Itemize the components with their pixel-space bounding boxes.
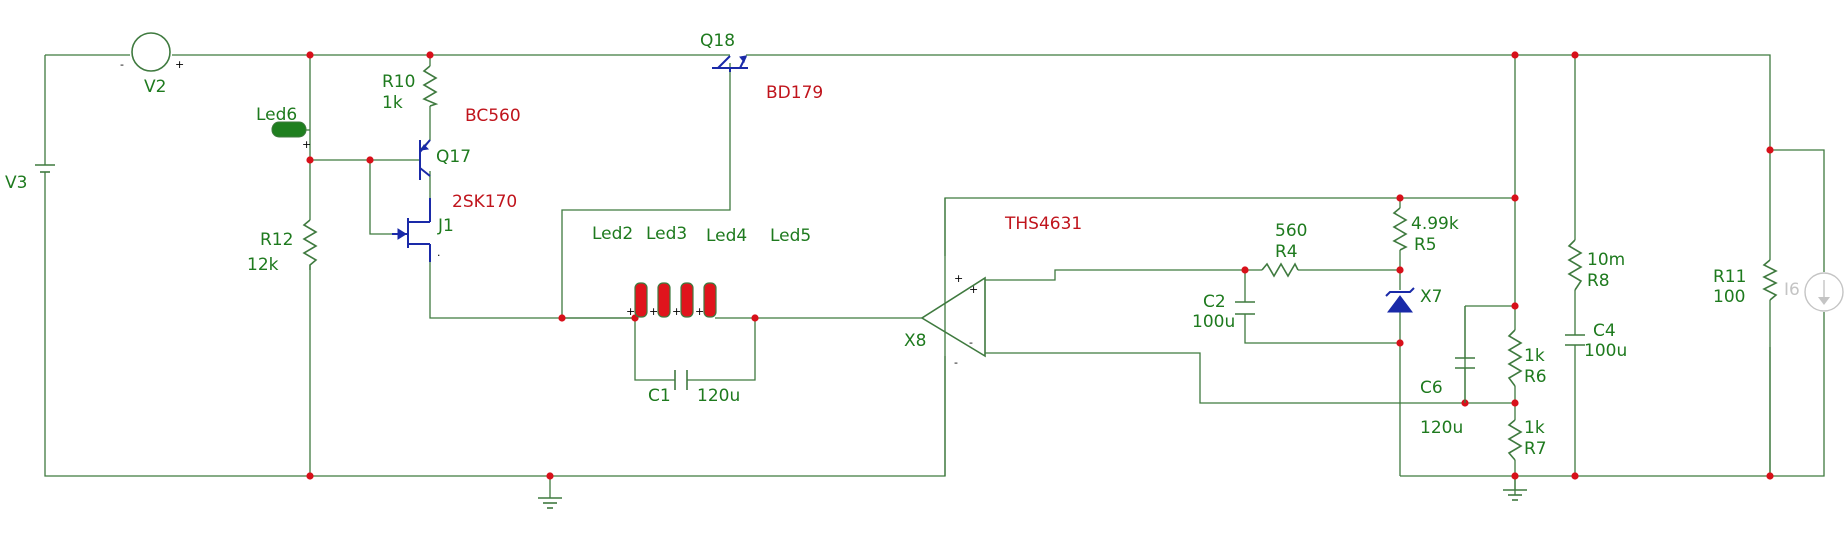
wires bbox=[44, 54, 1825, 498]
led3-plus-pin: + bbox=[649, 305, 658, 318]
led4-label: Led4 bbox=[706, 226, 747, 246]
c1-value-label: 120u bbox=[697, 386, 740, 406]
c4-ref-label: C4 bbox=[1593, 321, 1616, 341]
v3-battery-symbol bbox=[35, 164, 55, 187]
x8-ref-label: X8 bbox=[904, 331, 926, 351]
j1-model-label: 2SK170 bbox=[452, 192, 517, 212]
r7-resistor-symbol bbox=[1507, 419, 1523, 461]
led6-symbol: + bbox=[271, 121, 311, 151]
x8-model-label: THS4631 bbox=[1004, 214, 1082, 234]
r4-ref-label: R4 bbox=[1275, 242, 1298, 262]
j1-jfet-symbol: . bbox=[392, 198, 441, 262]
r7-value-label: 1k bbox=[1524, 418, 1545, 438]
x7-zener-symbol bbox=[1385, 287, 1415, 313]
q17-model-label: BC560 bbox=[465, 106, 521, 126]
c1-ref-label: C1 bbox=[648, 386, 671, 406]
led6-label: Led6 bbox=[256, 105, 297, 125]
j1-dot-pin: . bbox=[437, 246, 441, 259]
c2-capacitor-symbol bbox=[1235, 301, 1255, 315]
r12-ref-label: R12 bbox=[260, 230, 293, 250]
r5-value-label: 4.99k bbox=[1411, 214, 1459, 234]
r10-ref-label: R10 bbox=[382, 72, 415, 92]
r10-resistor-symbol bbox=[422, 65, 439, 107]
v2-source-symbol: - + bbox=[120, 32, 184, 72]
junction-dots bbox=[306, 51, 1774, 480]
c6-ref-label: C6 bbox=[1420, 378, 1443, 398]
r11-value-label: 100 bbox=[1713, 287, 1745, 307]
led5-label: Led5 bbox=[770, 226, 811, 246]
q18-model-label: BD179 bbox=[766, 83, 823, 103]
r12-resistor-symbol bbox=[302, 219, 318, 270]
led6-plus-pin: + bbox=[302, 138, 311, 151]
q17-transistor-symbol bbox=[419, 139, 431, 180]
x8-supply-plus: + bbox=[954, 272, 963, 285]
component-labels: V3 V2 Led6 R12 12k R10 1k BC560 Q17 2SK1… bbox=[5, 31, 1800, 459]
r12-value-label: 12k bbox=[247, 255, 279, 275]
j1-ref-label: J1 bbox=[437, 216, 454, 236]
x7-ref-label: X7 bbox=[1420, 287, 1442, 307]
led2-plus-pin: + bbox=[626, 305, 635, 318]
led5-plus-pin: + bbox=[695, 305, 704, 318]
x8-in-minus: - bbox=[969, 336, 973, 349]
ground-symbol bbox=[538, 497, 562, 509]
v3-label: V3 bbox=[5, 173, 27, 193]
r5-ref-label: R5 bbox=[1414, 235, 1437, 255]
r6-resistor-symbol bbox=[1507, 329, 1523, 387]
r11-ref-label: R11 bbox=[1713, 267, 1746, 287]
led4-plus-pin: + bbox=[672, 305, 681, 318]
c2-value-label: 100u bbox=[1192, 312, 1235, 332]
q18-ref-label: Q18 bbox=[700, 31, 735, 51]
led3-label: Led3 bbox=[646, 224, 687, 244]
c4-capacitor-symbol bbox=[1565, 334, 1585, 346]
v2-label: V2 bbox=[144, 77, 166, 97]
x8-supply-minus: - bbox=[954, 356, 958, 369]
c4-value-label: 100u bbox=[1584, 341, 1627, 361]
c6-capacitor-symbol bbox=[1455, 357, 1475, 403]
r5-resistor-symbol bbox=[1392, 207, 1408, 251]
led-string-symbol: + + + + bbox=[626, 282, 717, 318]
c2-ref-label: C2 bbox=[1203, 292, 1226, 312]
r6-value-label: 1k bbox=[1524, 346, 1545, 366]
r4-resistor-symbol bbox=[1261, 262, 1299, 278]
v2-minus-pin: - bbox=[120, 58, 124, 71]
r8-ref-label: R8 bbox=[1587, 271, 1610, 291]
c1-capacitor-symbol bbox=[674, 370, 688, 390]
ground-symbol bbox=[1503, 489, 1527, 501]
r8-value-label: 10m bbox=[1587, 250, 1625, 270]
v2-plus-pin: + bbox=[175, 58, 184, 71]
x8-in-plus: + bbox=[969, 283, 978, 296]
x8-opamp-symbol: + + - - bbox=[920, 272, 986, 369]
q17-ref-label: Q17 bbox=[436, 147, 471, 167]
r7-ref-label: R7 bbox=[1524, 439, 1547, 459]
i6-current-source-symbol bbox=[1804, 272, 1844, 312]
r6-ref-label: R6 bbox=[1524, 367, 1547, 387]
r11-resistor-symbol bbox=[1762, 259, 1778, 301]
r10-value-label: 1k bbox=[382, 93, 403, 113]
r8-resistor-symbol bbox=[1567, 239, 1583, 291]
i6-ref-label: I6 bbox=[1784, 280, 1800, 300]
led2-label: Led2 bbox=[592, 224, 633, 244]
r4-value-label: 560 bbox=[1275, 221, 1307, 241]
q18-transistor-symbol bbox=[712, 55, 748, 72]
c6-value-label: 120u bbox=[1420, 418, 1463, 438]
